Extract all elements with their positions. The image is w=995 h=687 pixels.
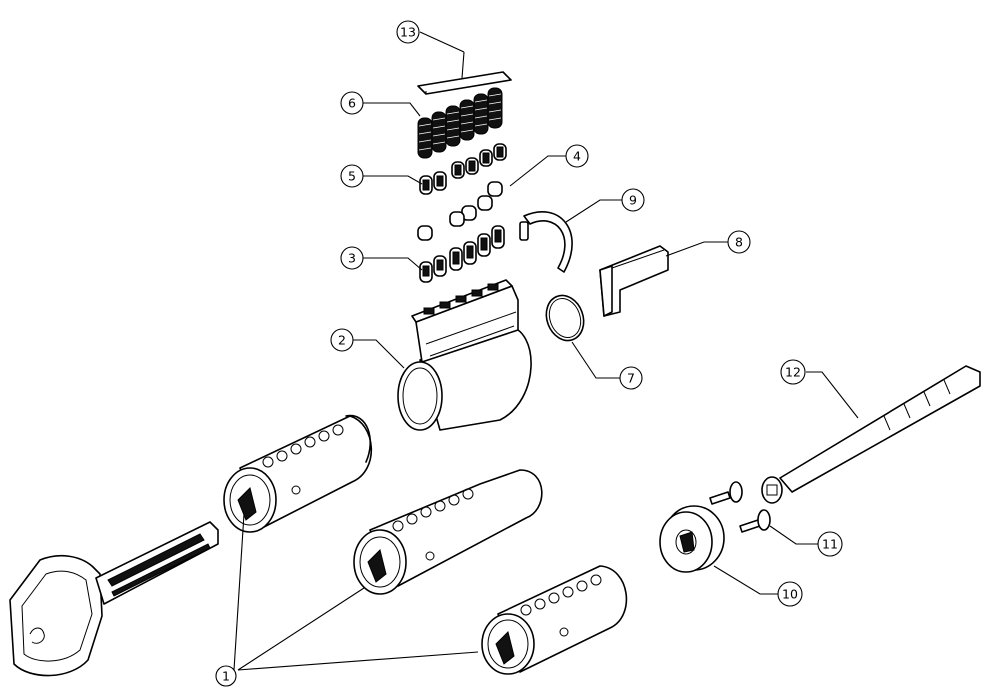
callout-1-label: 1 bbox=[222, 669, 230, 684]
c-clip-part bbox=[519, 211, 573, 273]
driver-pins-part bbox=[417, 181, 503, 241]
leader-11 bbox=[769, 525, 818, 545]
callout-9-label: 9 bbox=[629, 193, 637, 208]
callout-11: 11 bbox=[817, 531, 843, 557]
leader-3 bbox=[362, 257, 423, 271]
key-part bbox=[9, 521, 219, 677]
bottom-pins-part bbox=[419, 225, 505, 283]
callout-11-label: 11 bbox=[822, 537, 838, 552]
leader-12 bbox=[806, 371, 859, 419]
cylinder-plug-middle bbox=[353, 469, 543, 595]
leader-5 bbox=[362, 175, 423, 185]
callout-6-label: 6 bbox=[348, 96, 356, 111]
callout-8: 8 bbox=[727, 230, 751, 254]
callout-4-label: 4 bbox=[573, 149, 581, 164]
callout-1: 1 bbox=[215, 665, 237, 687]
callout-8-label: 8 bbox=[735, 235, 743, 250]
cam-ring-part bbox=[659, 505, 725, 573]
callout-12: 12 bbox=[780, 359, 806, 385]
callout-4: 4 bbox=[565, 144, 589, 168]
cap-strip-part bbox=[417, 71, 512, 95]
callout-2: 2 bbox=[330, 328, 354, 352]
callout-3-label: 3 bbox=[348, 251, 356, 266]
leader-lines bbox=[233, 31, 859, 671]
callout-13-label: 13 bbox=[400, 25, 416, 40]
cylinder-plug-lower bbox=[481, 565, 628, 675]
leader-7 bbox=[571, 341, 620, 379]
leader-1a bbox=[233, 513, 245, 671]
callout-7: 7 bbox=[619, 366, 643, 390]
screws-part bbox=[709, 481, 771, 533]
callout-2-label: 2 bbox=[338, 333, 346, 348]
top-pins-part bbox=[419, 143, 507, 195]
callout-10: 10 bbox=[777, 581, 803, 607]
leader-10 bbox=[713, 565, 778, 595]
tailpiece-bar-part bbox=[761, 365, 981, 504]
cylinder-housing-part bbox=[397, 279, 532, 431]
leader-6 bbox=[362, 102, 421, 117]
callout-12-label: 12 bbox=[785, 365, 801, 380]
callout-6: 6 bbox=[340, 91, 364, 115]
retainer-part bbox=[599, 245, 669, 317]
leader-4 bbox=[509, 155, 566, 187]
leader-2 bbox=[352, 339, 405, 369]
cylinder-plug-upper bbox=[223, 415, 373, 533]
callout-13: 13 bbox=[396, 20, 420, 44]
callout-9: 9 bbox=[621, 188, 645, 212]
ring-part bbox=[545, 294, 585, 342]
callout-3: 3 bbox=[340, 246, 364, 270]
callout-5: 5 bbox=[340, 164, 364, 188]
leader-8 bbox=[665, 241, 728, 257]
callout-5-label: 5 bbox=[348, 169, 356, 184]
callout-10-label: 10 bbox=[782, 587, 798, 602]
leader-13 bbox=[419, 31, 465, 53]
springs-part bbox=[417, 87, 503, 159]
leader-9 bbox=[565, 199, 622, 223]
callout-7-label: 7 bbox=[627, 371, 635, 386]
